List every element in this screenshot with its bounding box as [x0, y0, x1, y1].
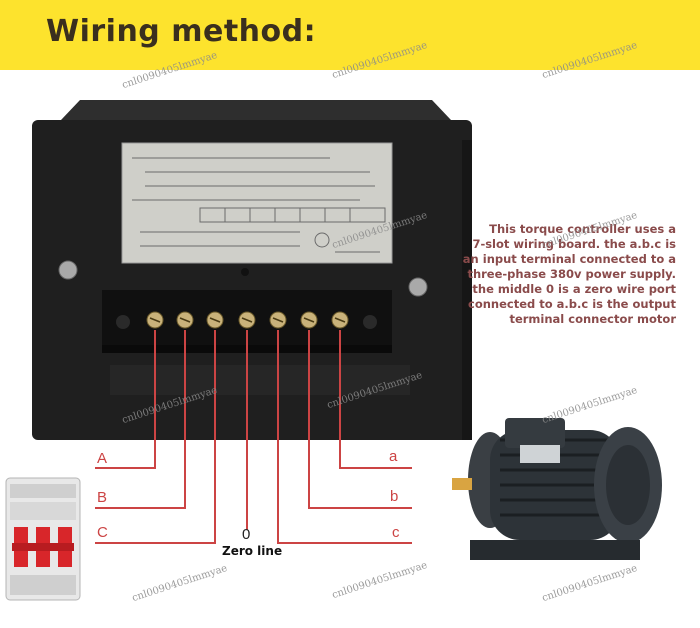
title-banner: Wiring method:: [0, 0, 700, 70]
circuit-breaker: [5, 477, 81, 601]
zero-terminal-label: 0: [242, 526, 251, 543]
left-screw: [58, 260, 78, 280]
zero-line-label: Zero line: [222, 544, 283, 558]
torque-controller: [32, 100, 472, 440]
description-line: This torque controller uses a: [489, 222, 676, 236]
description-line: terminal connector motor: [509, 312, 676, 326]
output-label-b: b: [390, 488, 399, 505]
description-line: an input terminal connected to a: [462, 252, 676, 266]
output-label-c: c: [392, 524, 400, 541]
page-title: Wiring method:: [46, 14, 317, 49]
nameplate: [121, 142, 393, 264]
description-line: three-phase 380v power supply.: [467, 267, 676, 281]
description-line: the middle 0 is a zero wire port: [472, 282, 676, 296]
wiring-lines: [95, 330, 412, 544]
motor: [452, 418, 662, 560]
input-label-c: C: [97, 524, 108, 541]
description-line: connected to a.b.c is the output: [468, 297, 676, 311]
description-line: 7-slot wiring board. the a.b.c is: [472, 237, 676, 251]
wiring-description: This torque controller uses a 7-slot wir…: [436, 222, 676, 327]
input-label-b: B: [97, 489, 108, 506]
right-screw: [408, 277, 428, 297]
terminal-screws: [116, 311, 377, 329]
output-label-a: a: [389, 448, 398, 465]
input-label-a: A: [97, 450, 108, 467]
